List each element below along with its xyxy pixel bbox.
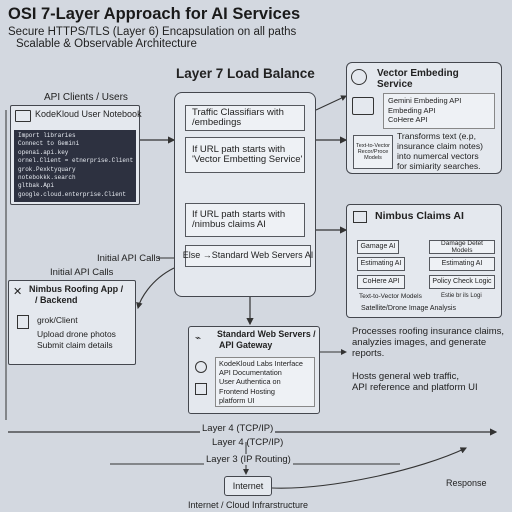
vector-title-line2: Service — [377, 79, 413, 90]
nimbus-desc-line: reports. — [352, 348, 385, 359]
nimbus-estimate-logic: Estie br ils Logi — [441, 293, 482, 299]
nimbus-cell-cohere: CoHere API — [357, 275, 405, 289]
drone-icon: ⌁ — [195, 333, 202, 344]
nimbus-description: Processes roofing insurance claims, anal… — [352, 326, 504, 359]
cell-label: Estimating AI — [360, 260, 402, 268]
infrastructure-label: Internet / Cloud Infrarstructure — [188, 500, 309, 510]
web-item: API Documentation — [219, 368, 282, 378]
nimbus-text-vector: Text-to-Vector Models — [359, 293, 422, 300]
web-item: Frontend Hosting — [219, 386, 275, 396]
nimbus-desc-line: analyzies images, and generate — [352, 337, 487, 348]
roofing-title-line2: / Backend — [35, 295, 78, 305]
rule-embeddings-label: Traffic Classifiars with /embedings — [192, 106, 284, 128]
network-icon — [351, 69, 367, 85]
roofing-submit: Submit claim details — [37, 340, 113, 350]
cell-label: Gamage AI — [360, 243, 396, 251]
layer4-label: Layer 4 (TCP/IP) — [200, 423, 276, 434]
rule-nimbus-line1: If URL path starts with — [192, 208, 286, 220]
code-line: openai.api.key — [18, 148, 69, 156]
code-line: Connect to Gemini — [18, 140, 80, 148]
roofing-upload: Upload drone photos — [37, 329, 116, 339]
vector-description: Transforms text (e.p, insurance claim no… — [397, 131, 501, 171]
code-line: notebokkk.search — [18, 174, 76, 182]
web-desc-line: Hosts general web traffic, — [352, 371, 460, 382]
rule-nimbus-line2: /nimbus claims AI — [192, 219, 266, 230]
web-item: User Authentica on — [219, 377, 281, 387]
web-desc-line: API reference and platform UI — [352, 382, 478, 393]
web-title-line2: API Gateway — [219, 340, 273, 350]
nimbus-cell-damage-ai: Gamage AI — [357, 240, 399, 254]
vector-title-line1: Vector Embeding — [377, 68, 459, 79]
notebook-title: KodeKloud User Notebook — [35, 109, 142, 119]
internet-box: Internet — [224, 476, 272, 496]
rule-nimbus-claims: If URL path starts with /nimbus claims A… — [185, 203, 305, 237]
vector-api-cohere: CoHere API — [388, 115, 428, 124]
vector-embedding-box: Vector Embeding Service Gemini Embeding … — [346, 62, 502, 174]
nimbus-cell-policy: Policy Check Logic — [429, 275, 495, 289]
web-item: platform UI — [219, 395, 255, 405]
rule-vector-service: If URL path starts with 'Vector Embettin… — [185, 137, 305, 173]
vector-desc-line: into numercal vectors — [397, 151, 479, 161]
roofing-app-box: ✕ Nimbus Roofing App / / Backend grok/Cl… — [8, 280, 136, 365]
load-balancer-title: Layer 7 Load Balance — [176, 66, 315, 81]
vector-models: Text-to-Vector Recor/Proce Models — [353, 135, 393, 169]
initial-api-calls-label-2: Initial API Calls — [50, 267, 114, 278]
vector-models-label: Text-to-Vector Recor/Proce Models — [356, 142, 390, 162]
rule-vector-line2: 'Vector Embetting Service' — [192, 154, 303, 165]
roofing-title-line1: Nimbus Roofing App / — [29, 284, 124, 294]
building-icon — [353, 211, 367, 223]
vector-api-list: Gemini Embeding API Embeding API CoHere … — [383, 93, 495, 129]
web-description: Hosts general web traffic, API reference… — [352, 371, 478, 393]
user-notebook: KodeKloud User Notebook Import libraries… — [10, 105, 142, 205]
nimbus-satellite: Satellite/Drone Image Analysis — [361, 305, 456, 312]
cell-label: Policy Check Logic — [432, 278, 492, 286]
code-line: google.cloud.enterprise.Client — [18, 190, 127, 198]
laptop-icon — [15, 110, 31, 122]
clients-label: API Clients / Users — [44, 92, 128, 103]
cell-label: Estimating AI — [441, 260, 483, 268]
nimbus-desc-line: Processes roofing insurance claims, — [352, 326, 505, 337]
layer4-label-2: Layer 4 (TCP/IP) — [212, 437, 284, 448]
page-title: OSI 7-Layer Approach for AI Services — [8, 5, 301, 23]
internet-label: Internet — [232, 481, 264, 491]
vector-api-embedding: Embeding API — [388, 105, 436, 115]
code-line: grok.Pexktyquary — [18, 165, 76, 173]
layer3-label: Layer 3 (IP Routing) — [204, 454, 293, 465]
code-line: gltbak.Api — [18, 182, 55, 190]
web-servers-box: ⌁ Standard Web Servers / API Gateway Kod… — [188, 326, 320, 414]
nimbus-cell-estimating-ai-2: Estimating AI — [429, 257, 495, 271]
nimbus-title: Nimbus Claims AI — [375, 210, 464, 222]
load-balancer-box: Traffic Classifiars with /embedings If U… — [174, 92, 316, 297]
cell-label: CoHere API — [362, 278, 400, 286]
rule-embeddings: Traffic Classifiars with /embedings — [185, 105, 305, 131]
subtitle-architecture: Scalable & Observable Architecture — [16, 38, 197, 50]
vector-api-gemini: Gemini Embeding API — [388, 96, 462, 105]
document-icon — [352, 97, 374, 115]
nimbus-cell-damage-models: Damage Detet Models — [429, 240, 495, 254]
nimbus-claims-box: Nimbus Claims AI Gamage AI Damage Detet … — [346, 204, 502, 318]
rule-vector-line1: If URL path starts with — [192, 143, 286, 155]
subtitle-encryption: Secure HTTPS/TLS (Layer 6) Encapsulation… — [8, 26, 297, 38]
initial-api-calls-label: Initial API Calls — [97, 253, 161, 264]
code-block: Import libraries Connect to Gemini opena… — [14, 130, 136, 202]
clipboard-icon — [17, 315, 29, 329]
vector-desc-line: for simiarity searches. — [397, 161, 481, 171]
globe-icon — [195, 361, 207, 373]
web-title-line1: Standard Web Servers / — [217, 329, 316, 339]
rule-else-label: Else →Standard Web Servers AI — [182, 250, 314, 261]
web-items-list: KodeKloud Labs Interface API Documentati… — [215, 357, 315, 408]
wrench-icon: ✕ — [13, 286, 23, 298]
web-item: KodeKloud Labs Interface — [219, 359, 303, 368]
cell-label: Damage Detet Models — [441, 239, 483, 254]
vector-desc-line: insurance claim notes) — [397, 141, 483, 151]
code-line: Import libraries — [18, 132, 76, 139]
nimbus-cell-estimating-ai: Estimating AI — [357, 257, 405, 271]
code-line: ornel.Client = etnerprise.Client — [18, 157, 134, 165]
vector-desc-line: Transforms text (e.p, — [397, 131, 476, 141]
server-icon — [195, 383, 207, 395]
response-label: Response — [446, 478, 487, 488]
rule-else-web: Else →Standard Web Servers AI — [182, 245, 314, 267]
roofing-client: grok/Client — [37, 315, 78, 325]
